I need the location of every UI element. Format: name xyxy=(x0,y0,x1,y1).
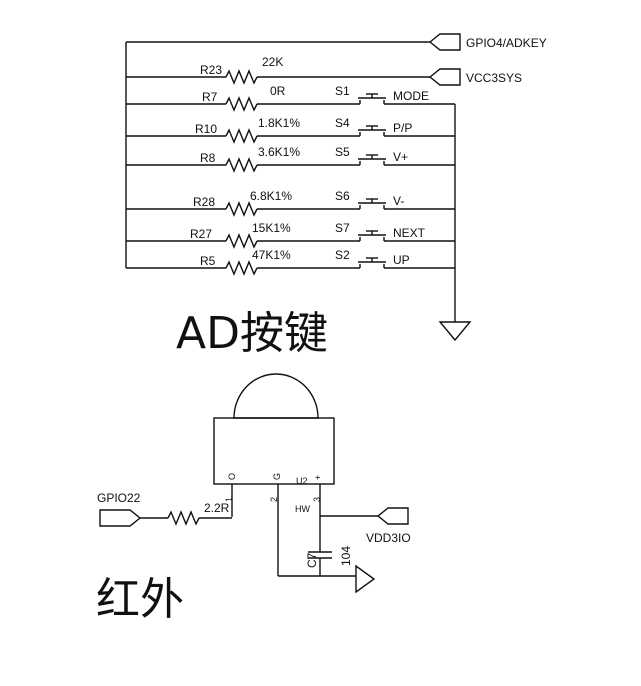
key-function-label: P/P xyxy=(393,121,412,135)
key-resistor-value: 47K1% xyxy=(252,248,291,262)
ir-pin3-number: 3 xyxy=(312,497,322,502)
c7-value: 104 xyxy=(339,546,353,566)
vcc-net-flag xyxy=(428,68,461,86)
key-row-resistor xyxy=(225,157,258,173)
key-row-resistor xyxy=(225,96,258,112)
key-rows: R7 0R S1 MODE R10 1.8K1% S4 P/P R8 3.6K1% S5 V+ R28 6… xyxy=(126,84,455,276)
key-row-resistor xyxy=(225,260,258,276)
key-function-label: UP xyxy=(393,253,410,267)
key-function-label: V- xyxy=(393,194,404,208)
vdd-net-flag xyxy=(376,507,409,525)
ir-resistor-value: 2.2R xyxy=(204,501,230,515)
key-row: R27 15K1% S7 NEXT xyxy=(126,221,455,249)
key-resistor-value: 15K1% xyxy=(252,221,291,235)
ir-pin-label-plus: + xyxy=(313,475,323,480)
key-row: R5 47K1% S2 UP xyxy=(126,248,455,276)
adkey-net-label: GPIO4/ADKEY xyxy=(466,36,547,50)
key-switch-ref: S7 xyxy=(335,221,350,235)
key-function-label: NEXT xyxy=(393,226,426,240)
gpio22-net-flag xyxy=(99,509,142,527)
vcc-net-label: VCC3SYS xyxy=(466,71,522,85)
key-resistor-ref: R27 xyxy=(190,227,212,241)
r23-value: 22K xyxy=(262,55,283,69)
ground-symbol-top xyxy=(438,321,472,342)
ir-pin-label-g: G xyxy=(272,473,282,480)
vdd-net-label: VDD3IO xyxy=(366,531,411,545)
gpio22-net-label: GPIO22 xyxy=(97,491,141,505)
key-function-label: V+ xyxy=(393,150,408,164)
ir-pin1-number: 1 xyxy=(224,497,234,502)
key-row-resistor xyxy=(225,201,258,217)
key-row: R28 6.8K1% S6 V- xyxy=(126,189,455,217)
ir-pin-label-o: O xyxy=(227,473,237,480)
key-resistor-value: 6.8K1% xyxy=(250,189,292,203)
ad-key-section: GPIO4/ADKEY VCC3SYS R23 22K R7 0R S1 MODE R1… xyxy=(125,33,547,359)
ir-pin2-number: 2 xyxy=(269,497,279,502)
key-switch-ref: S5 xyxy=(335,145,350,159)
key-resistor-ref: R10 xyxy=(195,122,217,136)
key-row-resistor xyxy=(225,128,258,144)
key-row-resistor xyxy=(225,233,258,249)
key-resistor-ref: R8 xyxy=(200,151,216,165)
r23-resistor xyxy=(225,69,258,85)
key-switch-ref: S6 xyxy=(335,189,350,203)
key-switch-ref: S1 xyxy=(335,84,350,98)
key-row: R7 0R S1 MODE xyxy=(126,84,455,112)
key-switch-ref: S4 xyxy=(335,116,350,130)
key-resistor-ref: R5 xyxy=(200,254,216,268)
ground-symbol-ir xyxy=(355,564,376,594)
key-function-label: MODE xyxy=(393,89,429,103)
ir-receiver-dome xyxy=(233,373,319,419)
key-resistor-value: 3.6K1% xyxy=(258,145,300,159)
ir-resistor xyxy=(167,510,200,526)
key-resistor-value: 1.8K1% xyxy=(258,116,300,130)
ir-receiver-body xyxy=(213,417,335,485)
key-row: R8 3.6K1% S5 V+ xyxy=(126,145,455,173)
key-row: R10 1.8K1% S4 P/P xyxy=(126,116,455,144)
c7-ref: C7 xyxy=(305,552,319,568)
key-switch-ref: S2 xyxy=(335,248,350,262)
key-resistor-value: 0R xyxy=(270,84,286,98)
ir-section: O G + U2 1 2 3 HW GPIO22 2.2R VDD3IO C7 … xyxy=(96,373,411,625)
ir-module-ref: U2 xyxy=(296,476,308,486)
ad-key-title: AD按键 xyxy=(176,308,328,359)
key-resistor-ref: R7 xyxy=(202,90,218,104)
ir-title: 红外 xyxy=(96,574,184,625)
ir-hw-label: HW xyxy=(295,504,310,514)
key-resistor-ref: R28 xyxy=(193,195,215,209)
adkey-net-flag xyxy=(428,33,461,51)
r23-ref: R23 xyxy=(200,63,222,77)
